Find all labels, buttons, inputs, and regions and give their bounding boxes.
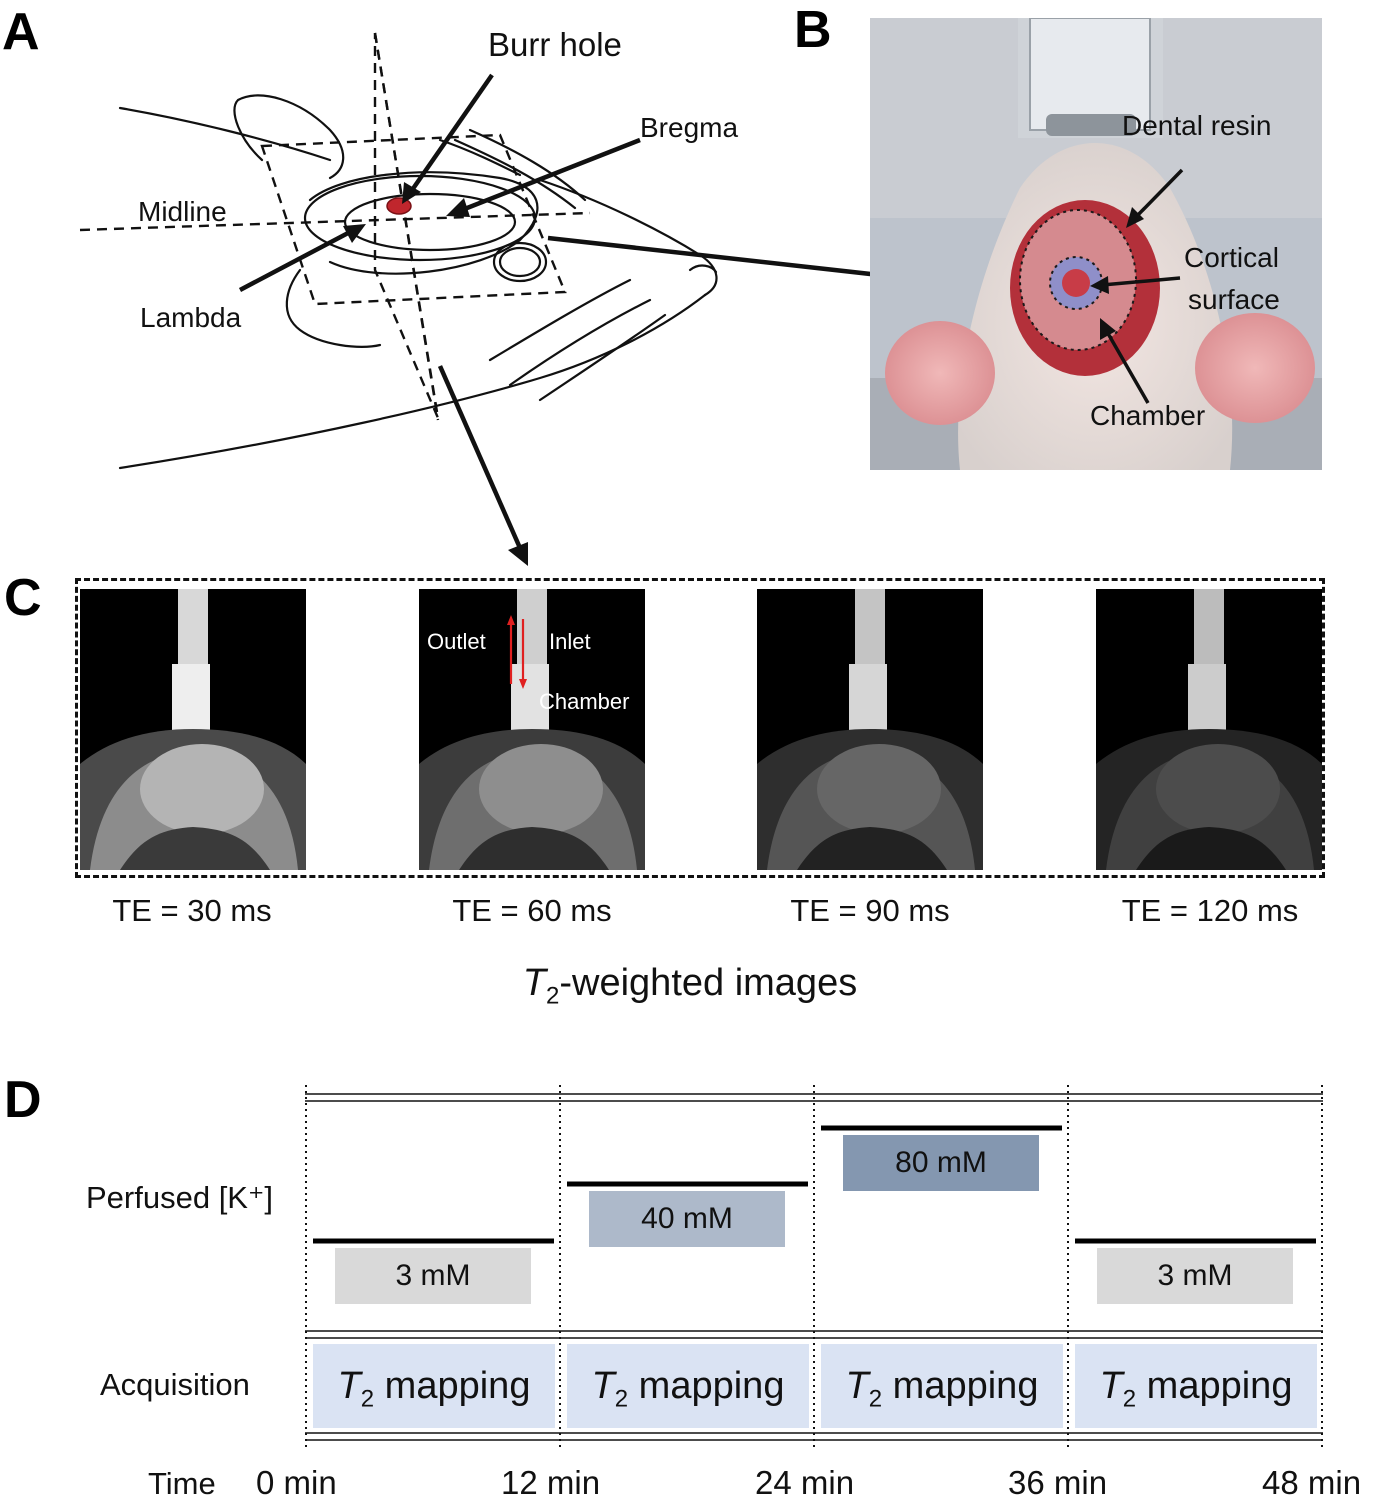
acquisition-block-1: T2 mapping	[567, 1344, 809, 1428]
bregma-label: Bregma	[640, 112, 739, 143]
mri-image-te120	[1096, 589, 1322, 870]
outlet-label: Outlet	[427, 629, 486, 654]
acq-rest: mapping	[882, 1365, 1039, 1407]
perfused-row-label: Perfused [K⁺]	[86, 1180, 273, 1215]
dental-resin-label: Dental resin	[1122, 110, 1272, 141]
cortical-label: Cortical	[1184, 242, 1279, 273]
acq-sub: 2	[868, 1385, 883, 1413]
time-tick-24: 24 min	[755, 1464, 855, 1501]
panel-letter-b: B	[794, 1, 832, 59]
surgery-photo: Dental resin Cortical surface Chamber	[870, 18, 1322, 470]
conc-box-0: 3 mM	[335, 1248, 531, 1304]
acquisition-row-label: Acquisition	[100, 1367, 250, 1402]
rat-head-sketch	[79, 32, 980, 566]
time-tick-12: 12 min	[501, 1464, 601, 1501]
panel-letter-a: A	[2, 3, 40, 61]
time-tick-48: 48 min	[1262, 1464, 1362, 1501]
conc-box-3: 3 mM	[1097, 1248, 1293, 1304]
acq-rest: mapping	[628, 1365, 785, 1407]
acq-sub: 2	[614, 1385, 629, 1413]
lambda-label: Lambda	[140, 302, 242, 333]
midline-label: Midline	[138, 196, 227, 227]
panel-c-caption: T2-weighted images	[0, 962, 1380, 1011]
acq-t: T	[845, 1365, 869, 1407]
acq-sub: 2	[360, 1385, 375, 1413]
panel-letter-d: D	[4, 1071, 42, 1129]
acquisition-block-2: T2 mapping	[821, 1344, 1063, 1428]
acq-sub: 2	[1122, 1385, 1137, 1413]
conc-box-1: 40 mM	[589, 1191, 785, 1247]
te-label-30: TE = 30 ms	[112, 893, 272, 928]
caption-rest: -weighted images	[559, 962, 858, 1004]
time-tick-0: 0 min	[256, 1464, 337, 1501]
acq-rest: mapping	[1136, 1365, 1293, 1407]
burr-hole-label: Burr hole	[488, 26, 622, 63]
mri-image-te60: Outlet Inlet Chamber	[419, 589, 645, 870]
time-row-label: Time	[148, 1466, 216, 1501]
chamber-label: Chamber	[1090, 400, 1206, 431]
chamber-overlay-label: Chamber	[539, 689, 630, 714]
acq-t: T	[337, 1365, 361, 1407]
acq-rest: mapping	[374, 1365, 531, 1407]
panel-letter-c: C	[4, 569, 42, 627]
acquisition-block-3: T2 mapping	[1075, 1344, 1317, 1428]
acquisition-block-0: T2 mapping	[313, 1344, 555, 1428]
te-label-90: TE = 90 ms	[790, 893, 950, 928]
te-label-60: TE = 60 ms	[452, 893, 612, 928]
caption-sub: 2	[546, 982, 560, 1010]
inlet-label: Inlet	[549, 629, 591, 654]
mri-image-te30	[80, 589, 306, 870]
time-tick-36: 36 min	[1008, 1464, 1108, 1501]
conc-box-2: 80 mM	[843, 1135, 1039, 1191]
surface-label: surface	[1188, 284, 1280, 315]
caption-t: T	[522, 962, 547, 1004]
mri-image-te90	[757, 589, 983, 870]
acq-t: T	[591, 1365, 615, 1407]
te-label-120: TE = 120 ms	[1121, 893, 1299, 928]
acq-t: T	[1099, 1365, 1123, 1407]
mri-frame	[75, 578, 1325, 878]
